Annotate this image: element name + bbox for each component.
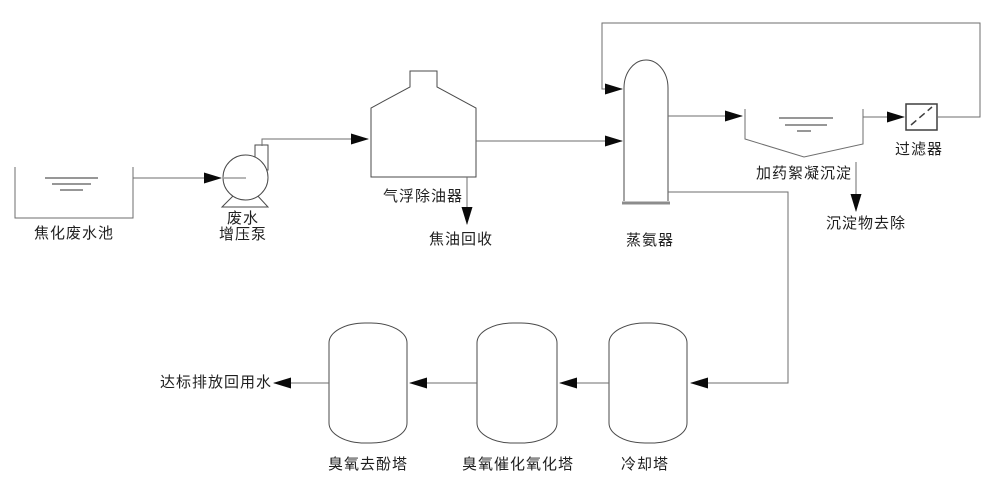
pump-label: 废水 增压泵 [219, 211, 267, 243]
pipe-stripper-to-cooling [668, 191, 789, 389]
water-surface-icon [779, 117, 833, 132]
ammonia-stripper-label: 蒸氨器 [625, 233, 675, 249]
dephenol-tower-shape [328, 322, 408, 444]
effluent-label: 达标排放回用水 [159, 375, 273, 391]
sediment-removal-label: 沉淀物去除 [825, 216, 907, 232]
filter-label: 过滤器 [894, 142, 944, 158]
oxidation-tower-label: 臭氧催化氧化塔 [461, 457, 575, 473]
flotation-label: 气浮除油器 [382, 189, 464, 205]
flocculation-label: 加药絮凝沉淀 [755, 166, 853, 182]
flotation-unit-shape [370, 70, 477, 178]
pump-label-line1: 废水 [226, 211, 260, 227]
source-pool-label: 焦化废水池 [33, 226, 115, 242]
source-pool-shape [14, 167, 134, 219]
ammonia-stripper-shape [623, 59, 669, 201]
filter-diagonal-icon [910, 106, 933, 126]
pipe-filter-recycle-to-stripper [601, 22, 981, 118]
cooling-tower-shape [608, 322, 688, 444]
filter-shape [905, 103, 938, 131]
pump-label-line2: 增压泵 [218, 227, 268, 243]
oxidation-tower-shape [476, 322, 558, 444]
pipe-pump-to-flotation [261, 133, 369, 146]
flocculation-tank-shape [744, 109, 864, 158]
tar-recovery-label: 焦油回收 [428, 232, 494, 248]
dephenol-tower-label: 臭氧去酚塔 [327, 457, 409, 473]
water-surface-icon [45, 177, 98, 191]
cooling-tower-label: 冷却塔 [620, 457, 670, 473]
